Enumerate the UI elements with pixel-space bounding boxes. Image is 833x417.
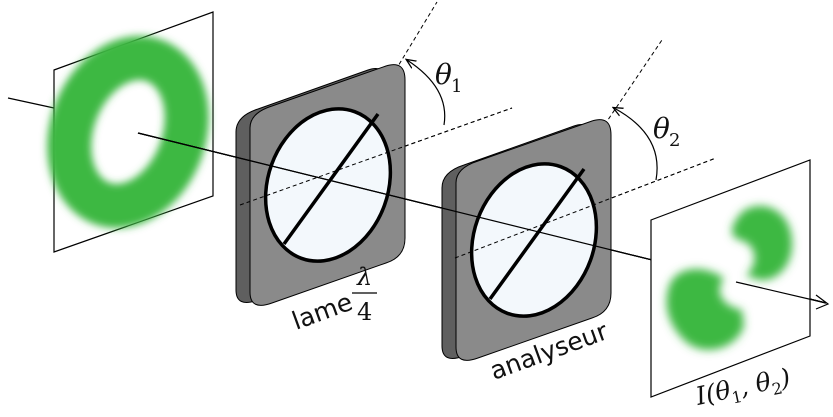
incoming-beam xyxy=(7,97,55,109)
quarter-wave-axis xyxy=(282,112,380,246)
output-lobes xyxy=(666,205,793,350)
theta2-arc xyxy=(614,108,658,181)
donut-beam xyxy=(47,36,209,228)
theta2-label: θ 2 xyxy=(653,112,680,151)
axis-dashed-line-2 xyxy=(529,39,663,236)
outgoing-arrow-head xyxy=(815,294,830,310)
svg-text:4: 4 xyxy=(357,298,372,326)
svg-text:lame: lame xyxy=(288,287,356,335)
svg-text:I(θ1, θ2): I(θ1, θ2) xyxy=(692,363,794,415)
quarter-wave-plate xyxy=(235,64,406,306)
input-screen xyxy=(47,11,214,253)
svg-text:λ: λ xyxy=(356,263,372,291)
theta1-arc xyxy=(407,60,446,126)
svg-text:2: 2 xyxy=(669,130,680,151)
axis-dashed-line-1 xyxy=(329,1,438,179)
analyser-plate xyxy=(441,119,612,361)
analyser-axis xyxy=(488,167,586,301)
outgoing-beam xyxy=(735,281,827,304)
svg-text:θ: θ xyxy=(653,112,670,145)
svg-text:θ: θ xyxy=(435,58,452,91)
theta1-label: θ 1 xyxy=(435,58,462,97)
output-screen xyxy=(650,159,811,398)
svg-text:1: 1 xyxy=(451,76,462,97)
intensity-label: I(θ1, θ2) xyxy=(692,363,794,415)
